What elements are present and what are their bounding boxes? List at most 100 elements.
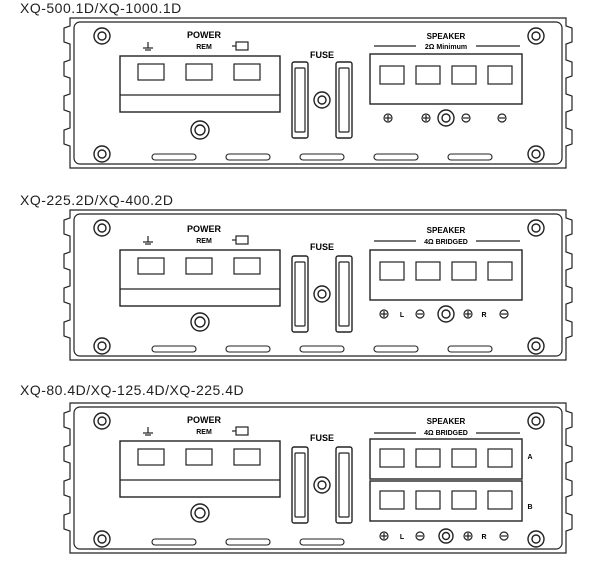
rem-label: REM xyxy=(196,44,212,51)
ground-icon xyxy=(143,427,153,436)
polarity-minus-icon xyxy=(499,309,509,319)
corner-screw-bl xyxy=(93,337,111,355)
speaker-terminal-2 xyxy=(415,65,441,85)
fuse-label: FUSE xyxy=(310,242,334,252)
speaker-terminal-a3 xyxy=(451,448,477,468)
battery-icon xyxy=(232,426,249,436)
fuse-screw xyxy=(313,285,331,303)
corner-screw-tr xyxy=(527,219,545,237)
polarity-plus-icon xyxy=(379,531,389,541)
chassis-outline xyxy=(63,402,573,554)
power-terminal-battery xyxy=(233,257,261,275)
speaker-terminal-b1 xyxy=(379,490,405,510)
polarity-minus-icon xyxy=(415,531,425,541)
amplifier-panel-1: POWER REM FUSE SPEAKER 2Ω Minimum xyxy=(54,17,582,169)
speaker-terminal-3 xyxy=(451,65,477,85)
channel-label-left: L xyxy=(400,534,405,541)
polarity-minus-icon xyxy=(499,531,509,541)
channel-label-right: R xyxy=(481,312,486,319)
power-terminal-ground xyxy=(137,257,165,275)
panel-2-drawing: POWER REM FUSE SPEAKER 4Ω BRIDGED L R xyxy=(63,209,573,361)
polarity-plus-icon xyxy=(383,113,393,123)
speaker-terminal-a2 xyxy=(415,448,441,468)
corner-screw-tl xyxy=(93,219,111,237)
fuse-label: FUSE xyxy=(310,50,334,60)
speaker-sub-label: 4Ω BRIDGED xyxy=(424,239,468,246)
speaker-terminal-b2 xyxy=(415,490,441,510)
speaker-label: SPEAKER xyxy=(427,32,466,41)
power-terminal-rem xyxy=(185,448,213,466)
power-terminal-rem xyxy=(185,257,213,275)
corner-screw-tr xyxy=(527,27,545,45)
chassis-outline xyxy=(63,17,573,169)
polarity-plus-icon xyxy=(421,113,431,123)
vent-slots xyxy=(151,153,493,161)
fuse-right xyxy=(335,255,353,333)
chassis-inner-edge xyxy=(73,21,563,165)
ground-icon xyxy=(143,236,153,245)
model-title-3: XQ-80.4D/XQ-125.4D/XQ-225.4D xyxy=(20,382,245,398)
polarity-minus-icon xyxy=(415,309,425,319)
model-title-2: XQ-225.2D/XQ-400.2D xyxy=(20,192,174,208)
speaker-terminal-1 xyxy=(379,261,405,281)
speaker-label: SPEAKER xyxy=(427,417,466,426)
speaker-sub-label: 4Ω BRIDGED xyxy=(424,430,468,437)
speaker-terminal-a1 xyxy=(379,448,405,468)
speaker-terminal-2 xyxy=(415,261,441,281)
fuse-left xyxy=(291,446,309,524)
fuse-screw xyxy=(313,91,331,109)
power-terminal-battery xyxy=(233,448,261,466)
ground-icon xyxy=(143,42,153,51)
panel-3-drawing: POWER REM FUSE SPEAKER 4Ω BRIDGED A B L xyxy=(63,402,573,554)
channel-letter-b: B xyxy=(527,504,532,511)
fuse-right xyxy=(335,61,353,139)
mount-hole-power xyxy=(190,120,210,140)
amplifier-panel-2: POWER REM FUSE SPEAKER 4Ω BRIDGED L R xyxy=(54,209,582,361)
mount-hole-power xyxy=(190,312,210,332)
mount-hole-speaker xyxy=(437,305,455,323)
speaker-terminal-3 xyxy=(451,261,477,281)
channel-label-left: L xyxy=(400,312,405,319)
corner-screw-tl xyxy=(93,412,111,430)
power-terminal-battery xyxy=(233,63,261,81)
polarity-minus-icon xyxy=(461,113,471,123)
polarity-plus-icon xyxy=(463,309,473,319)
corner-screw-br xyxy=(527,337,545,355)
fuse-left xyxy=(291,61,309,139)
mount-hole-speaker xyxy=(437,109,455,127)
speaker-terminal-1 xyxy=(379,65,405,85)
battery-icon xyxy=(232,41,249,51)
corner-screw-br xyxy=(527,145,545,163)
rem-label: REM xyxy=(196,429,212,436)
speaker-sub-label: 2Ω Minimum xyxy=(425,44,467,51)
panel-1-drawing: POWER REM FUSE SPEAKER 2Ω Minimum xyxy=(63,17,573,169)
battery-icon xyxy=(232,235,249,245)
speaker-label: SPEAKER xyxy=(427,226,466,235)
vent-slots xyxy=(151,538,345,546)
model-title-1: XQ-500.1D/XQ-1000.1D xyxy=(20,0,182,16)
mount-hole-power xyxy=(190,503,210,523)
rem-label: REM xyxy=(196,238,212,245)
power-terminal-ground xyxy=(137,63,165,81)
fuse-label: FUSE xyxy=(310,433,334,443)
power-label: POWER xyxy=(187,224,222,234)
fuse-right xyxy=(335,446,353,524)
polarity-plus-icon xyxy=(463,531,473,541)
chassis-inner-edge xyxy=(73,406,563,550)
corner-screw-bl xyxy=(93,145,111,163)
speaker-terminal-4 xyxy=(487,261,513,281)
corner-screw-tr xyxy=(527,412,545,430)
mount-hole-speaker xyxy=(438,528,454,544)
speaker-terminal-b3 xyxy=(451,490,477,510)
power-label: POWER xyxy=(187,30,222,40)
chassis-outline xyxy=(63,209,573,361)
power-terminal-rem xyxy=(185,63,213,81)
power-terminal-ground xyxy=(137,448,165,466)
corner-screw-tl xyxy=(93,27,111,45)
power-label: POWER xyxy=(187,415,222,425)
channel-letter-a: A xyxy=(527,454,532,461)
polarity-plus-icon xyxy=(379,309,389,319)
speaker-terminal-4 xyxy=(487,65,513,85)
chassis-inner-edge xyxy=(73,213,563,357)
fuse-screw xyxy=(313,476,331,494)
